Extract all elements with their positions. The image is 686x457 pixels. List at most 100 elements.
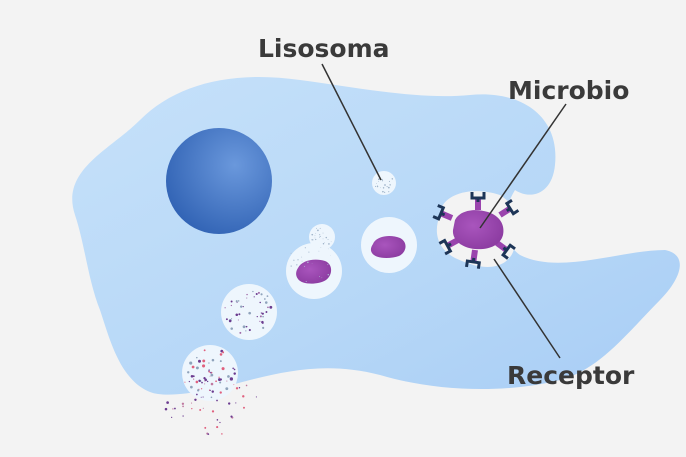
particle <box>228 319 232 323</box>
particle <box>266 295 269 298</box>
particle <box>187 371 190 374</box>
label-microbe: Microbio <box>508 76 629 105</box>
particle <box>174 407 176 410</box>
particle <box>260 293 263 296</box>
particle <box>193 378 195 380</box>
particle <box>235 300 238 303</box>
particle <box>319 236 320 238</box>
particle <box>324 242 325 243</box>
particle <box>376 185 378 186</box>
receptor-icon <box>504 199 520 216</box>
particle <box>191 408 193 410</box>
particle <box>218 376 220 378</box>
particle <box>387 186 390 189</box>
particle <box>327 264 329 266</box>
particle <box>216 426 219 429</box>
particle <box>233 372 236 375</box>
particle <box>269 305 273 309</box>
particle <box>290 265 292 267</box>
particle <box>204 383 206 385</box>
particle <box>209 389 211 391</box>
particle <box>240 305 243 308</box>
particle <box>246 297 248 299</box>
particle <box>243 406 245 409</box>
particle <box>259 315 262 318</box>
particle <box>322 232 324 234</box>
particle <box>304 265 306 267</box>
phagolysosome <box>221 284 277 340</box>
particle <box>248 311 252 315</box>
particle <box>238 387 241 389</box>
particle <box>255 396 257 398</box>
particle <box>196 356 198 359</box>
particle <box>225 318 228 321</box>
particle <box>210 396 213 399</box>
particle <box>382 190 384 193</box>
particle <box>388 191 390 193</box>
particle <box>261 320 264 324</box>
particle <box>374 185 377 188</box>
particle <box>325 236 327 239</box>
particle <box>209 375 211 377</box>
particle <box>311 263 313 264</box>
particle <box>232 367 234 370</box>
residual-body <box>182 345 238 401</box>
particle <box>197 389 200 392</box>
particle <box>321 277 323 279</box>
particle <box>195 380 199 384</box>
particle <box>227 402 231 405</box>
particle <box>264 301 268 304</box>
particle <box>248 328 251 332</box>
microbe <box>432 192 520 269</box>
particle <box>216 419 219 421</box>
particle <box>219 381 222 384</box>
particle <box>194 398 197 401</box>
particle <box>242 306 244 308</box>
particle <box>301 260 303 262</box>
particle <box>237 300 240 302</box>
particle <box>386 185 388 188</box>
particle <box>221 433 223 435</box>
particle <box>191 365 195 369</box>
receptor-icon <box>470 192 486 202</box>
particle <box>182 415 184 417</box>
particle <box>308 251 310 253</box>
particle <box>319 235 321 237</box>
engulfed-microbe <box>370 236 406 258</box>
particle <box>242 325 246 329</box>
particle <box>237 319 239 321</box>
particle <box>224 307 226 309</box>
particle <box>389 184 391 186</box>
particle <box>233 384 235 386</box>
particle <box>238 313 241 316</box>
particle <box>230 327 233 330</box>
particle <box>219 360 222 363</box>
lysosome-small <box>372 171 396 195</box>
particle <box>206 380 209 383</box>
particle <box>311 239 313 241</box>
particle <box>233 368 236 371</box>
particle <box>190 374 194 378</box>
particle <box>219 378 222 381</box>
receptor-icon <box>438 238 453 256</box>
particle <box>202 364 206 368</box>
particle <box>376 185 379 188</box>
particle <box>239 331 242 334</box>
particle <box>380 187 381 189</box>
particle <box>191 402 193 404</box>
particle <box>259 320 261 322</box>
particle <box>210 382 214 386</box>
receptors <box>432 192 520 269</box>
particle <box>172 408 174 410</box>
particle <box>201 381 203 384</box>
particle <box>320 247 322 249</box>
particle <box>211 372 213 374</box>
particle <box>290 252 292 254</box>
particle <box>195 366 199 370</box>
particle <box>296 264 298 266</box>
particle <box>200 396 202 398</box>
particle <box>216 399 218 402</box>
particle <box>211 390 214 393</box>
receptor-leader-line <box>493 258 561 359</box>
lysosome-leader-line <box>321 63 382 181</box>
